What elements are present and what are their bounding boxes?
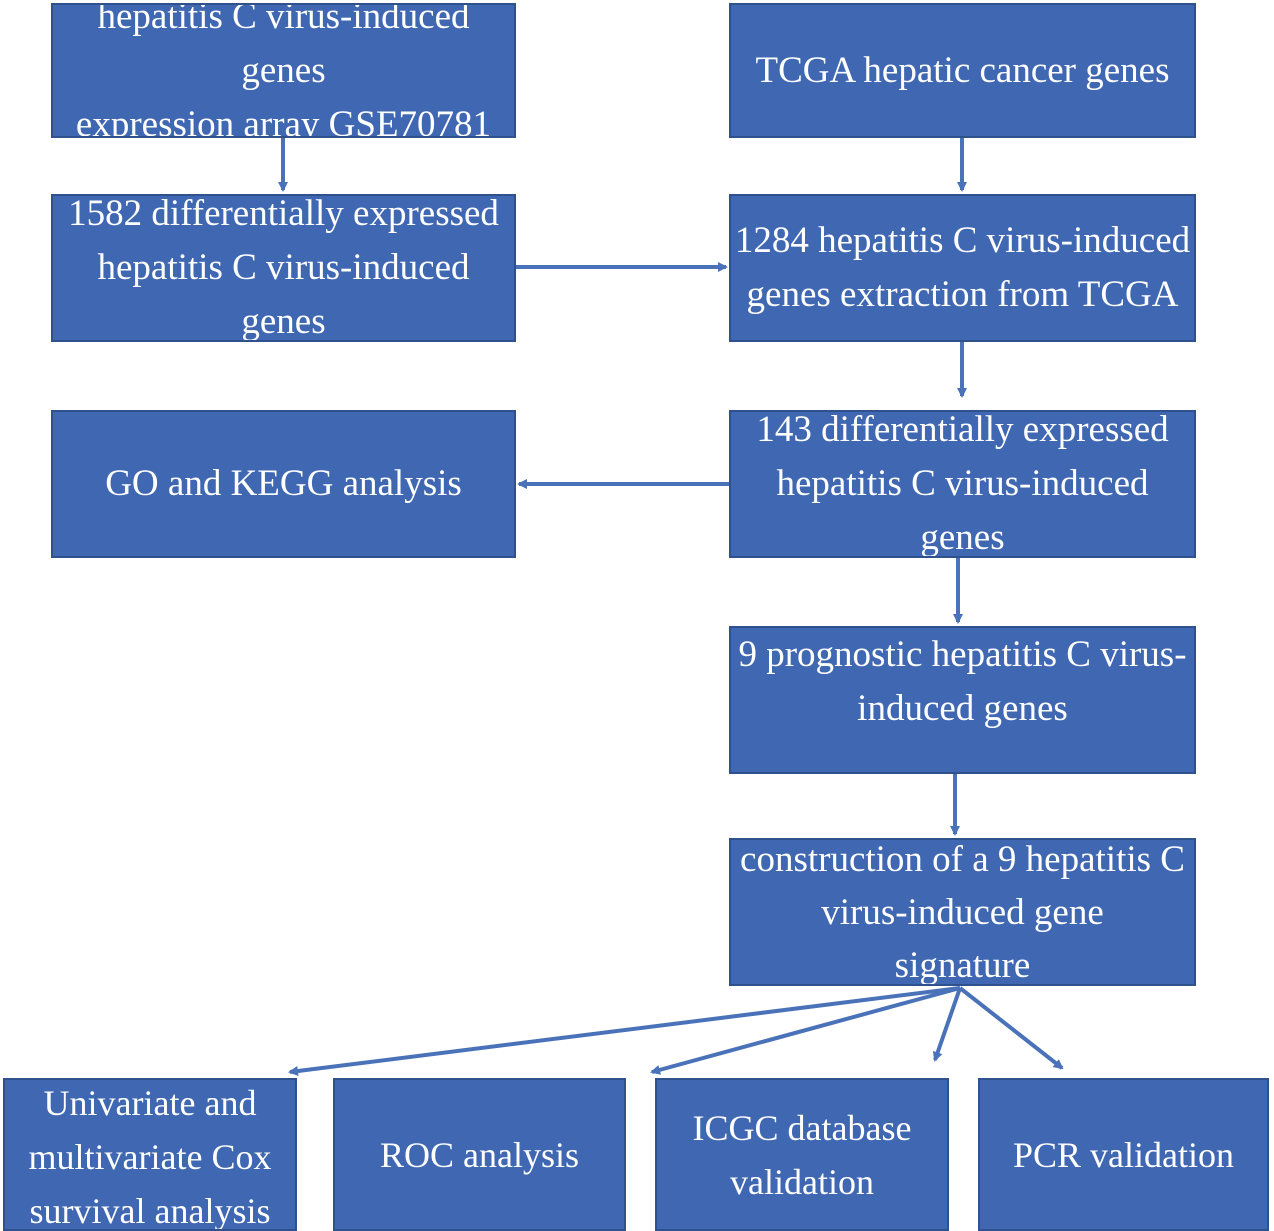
- node-go-kegg-label: GO and KEGG analysis: [105, 463, 462, 504]
- node-tcga-genes-label: TCGA hepatic cancer genes: [755, 49, 1170, 91]
- node-gse-array: hepatitis C virus-induced genes expressi…: [51, 3, 516, 138]
- node-pcr-validation: PCR validation: [978, 1078, 1269, 1231]
- node-roc-analysis: ROC analysis: [333, 1078, 626, 1231]
- node-extract-1284-label: 1284 hepatitis C virus-induced genes ext…: [734, 220, 1191, 315]
- arrow-signature-to-roc: [650, 986, 961, 1075]
- node-gse-array-label: hepatitis C virus-induced genes expressi…: [75, 3, 492, 138]
- node-signature-label: construction of a 9 hepatitis C virus-in…: [740, 838, 1185, 986]
- node-icgc-validation: ICGC database validation: [655, 1078, 949, 1231]
- node-extract-1284: 1284 hepatitis C virus-induced genes ext…: [729, 194, 1196, 342]
- node-roc-analysis-label: ROC analysis: [379, 1134, 579, 1175]
- arrow-signature-to-icgc: [932, 987, 962, 1062]
- node-tcga-genes: TCGA hepatic cancer genes: [729, 3, 1196, 138]
- arrow-signature-to-pcr: [958, 986, 1064, 1070]
- node-icgc-validation-label: ICGC database validation: [692, 1107, 912, 1202]
- node-cox-analysis-label: Univariate and multivariate Cox survival…: [28, 1082, 272, 1231]
- node-pcr-validation-label: PCR validation: [1012, 1134, 1234, 1175]
- arrow-signature-to-cox: [288, 986, 961, 1076]
- node-go-kegg: GO and KEGG analysis: [51, 410, 516, 558]
- node-deg-1582-label: 1582 differentially expressed hepatitis …: [68, 194, 499, 342]
- node-deg-143: 143 differentially expressed hepatitis C…: [729, 410, 1196, 558]
- node-prognostic-9: 9 prognostic hepatitis C virus- induced …: [729, 626, 1196, 774]
- node-cox-analysis: Univariate and multivariate Cox survival…: [3, 1078, 297, 1231]
- node-deg-143-label: 143 differentially expressed hepatitis C…: [756, 410, 1169, 558]
- node-deg-1582: 1582 differentially expressed hepatitis …: [51, 194, 516, 342]
- node-prognostic-9-label: 9 prognostic hepatitis C virus- induced …: [738, 634, 1187, 729]
- node-signature: construction of a 9 hepatitis C virus-in…: [729, 838, 1196, 986]
